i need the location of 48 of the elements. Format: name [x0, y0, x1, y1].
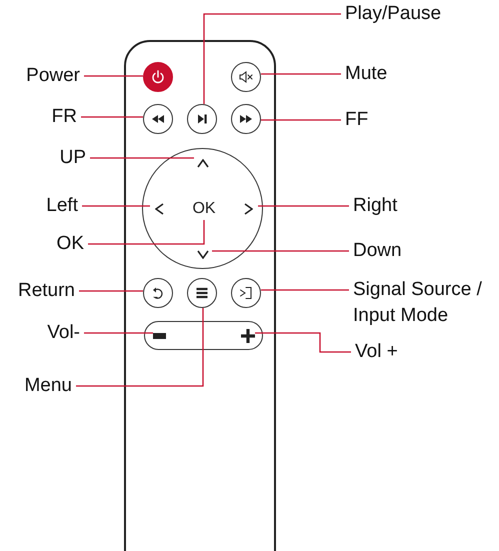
- callout-label: Return: [18, 279, 75, 303]
- up-chevron-icon: [197, 159, 209, 168]
- input-source-button: [231, 278, 261, 308]
- leader-line: [79, 290, 143, 292]
- rewind-button: [143, 104, 173, 134]
- callout-label: Left: [46, 194, 78, 218]
- leader-line: [261, 119, 341, 121]
- plus-icon: [241, 329, 255, 343]
- callout-label: Down: [353, 239, 402, 263]
- callout-label: Vol-: [47, 321, 80, 345]
- return-button: [143, 278, 173, 308]
- callout-label: Menu: [24, 374, 72, 398]
- leader-line: [212, 250, 349, 252]
- leader-line: [90, 157, 194, 159]
- mute-button: [231, 62, 261, 92]
- minus-icon: [153, 333, 166, 339]
- fast-forward-button: [231, 104, 261, 134]
- callout-label: FF: [345, 108, 368, 132]
- leader-line: [76, 308, 204, 387]
- callout-label: Right: [353, 194, 398, 218]
- leader-line: [84, 332, 153, 334]
- leader-line: [255, 332, 351, 353]
- power-button: [143, 62, 173, 92]
- callout-label: UP: [60, 146, 86, 170]
- leader-line: [81, 116, 143, 118]
- leader-line: [258, 205, 349, 207]
- direction-pad: [142, 148, 263, 269]
- right-chevron-icon: [244, 203, 253, 215]
- volume-rocker: [144, 321, 263, 350]
- menu-button: [187, 278, 217, 308]
- callout-label: FR: [52, 105, 77, 129]
- remote-body: [124, 40, 276, 551]
- callout-label: Play/Pause: [345, 2, 442, 26]
- callout-label: Mute: [345, 62, 388, 86]
- callout-label: Signal Source / Input Mode: [353, 277, 493, 329]
- callout-label: Vol +: [355, 340, 398, 364]
- leader-line: [84, 75, 143, 77]
- down-chevron-icon: [197, 250, 209, 259]
- callout-label: OK: [56, 232, 84, 256]
- leader-line: [261, 73, 341, 75]
- leader-line: [82, 205, 150, 207]
- callout-label: Power: [26, 64, 80, 88]
- leader-line: [203, 13, 341, 104]
- left-chevron-icon: [155, 203, 164, 215]
- leader-line: [261, 289, 349, 291]
- play-pause-button: [187, 104, 217, 134]
- leader-line: [88, 220, 205, 245]
- button-label: OK: [191, 198, 217, 220]
